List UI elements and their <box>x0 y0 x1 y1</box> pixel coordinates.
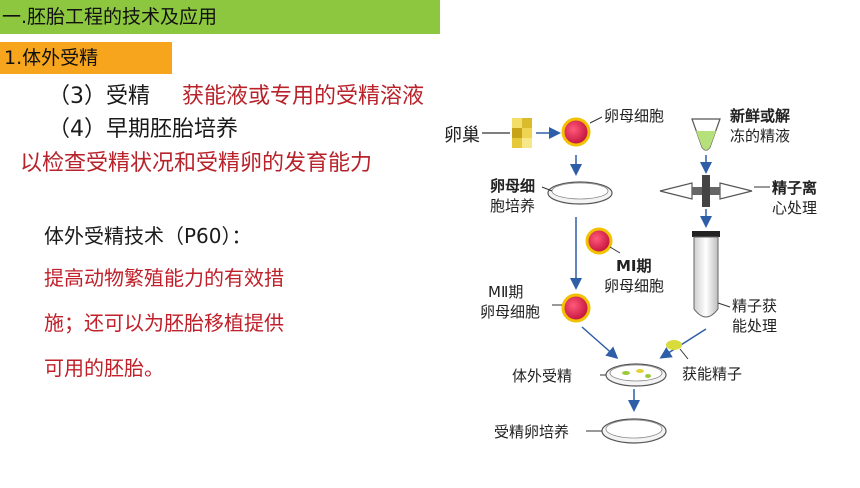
ovary-label: 卵巢 <box>444 125 480 146</box>
semen-cone-icon <box>691 118 721 151</box>
capacitated-sperm-icon <box>666 340 682 350</box>
mii-label-2: 卵母细胞 <box>480 303 541 321</box>
oocyte-label: 卵母细胞 <box>604 107 665 125</box>
significance-line-2: 施；还可以为胚胎移植提供 <box>44 311 284 335</box>
zygote-culture-label: 受精卵培养 <box>494 423 570 441</box>
test-tube-icon <box>692 231 720 318</box>
semen-label-1: 新鲜或解 <box>730 107 791 125</box>
semen-label-2: 冻的精液 <box>730 127 791 145</box>
step4-label: （4）早期胚胎培养 <box>48 117 238 142</box>
mi-label-2: 卵母细胞 <box>604 277 665 295</box>
section-title: 1.体外受精 <box>0 42 172 74</box>
oocyte-culture-label-1: 卵母细 <box>490 177 536 195</box>
page-title: 一.胚胎工程的技术及应用 <box>0 0 440 34</box>
ivf-dish-icon <box>605 363 667 387</box>
step4-detail: 以检查受精状况和受精卵的发育能力 <box>20 151 373 176</box>
zygote-dish-icon <box>601 418 667 444</box>
ivf-label: 体外受精 <box>512 367 573 385</box>
centrifuge-label-2: 心处理 <box>772 199 818 217</box>
ivf-heading: 体外受精技术（P60）： <box>44 224 252 248</box>
significance-line-3: 可用的胚胎。 <box>44 356 164 380</box>
mii-oocyte-icon <box>561 293 591 323</box>
centrifuge-label-1: 精子离 <box>772 179 818 197</box>
oocyte-culture-label-2: 胞培养 <box>490 197 536 215</box>
centrifuge-icon <box>659 175 753 207</box>
mi-label-1: MⅠ期 <box>616 257 652 275</box>
diagram-graphics <box>482 116 770 444</box>
mi-oocyte-icon <box>585 227 613 255</box>
culture-dish-icon <box>547 181 613 205</box>
significance-line-1: 提高动物繁殖能力的有效措 <box>44 266 284 290</box>
step3-label: （3）受精 <box>48 84 150 109</box>
capacitation-label-1: 精子获 <box>732 297 778 315</box>
mii-label-1: MⅡ期 <box>488 283 524 301</box>
ovary-icon <box>512 118 532 148</box>
capacitated-sperm-label: 获能精子 <box>682 365 743 383</box>
step3-detail: 获能液或专用的受精溶液 <box>182 84 425 109</box>
capacitation-label-2: 能处理 <box>732 317 778 335</box>
ivf-process-diagram: 卵巢 卵母细胞 新鲜或解 冻的精液 卵母细 胞培养 精子离 心处理 MⅠ期 卵母… <box>430 95 860 484</box>
oocyte-icon <box>561 117 591 147</box>
